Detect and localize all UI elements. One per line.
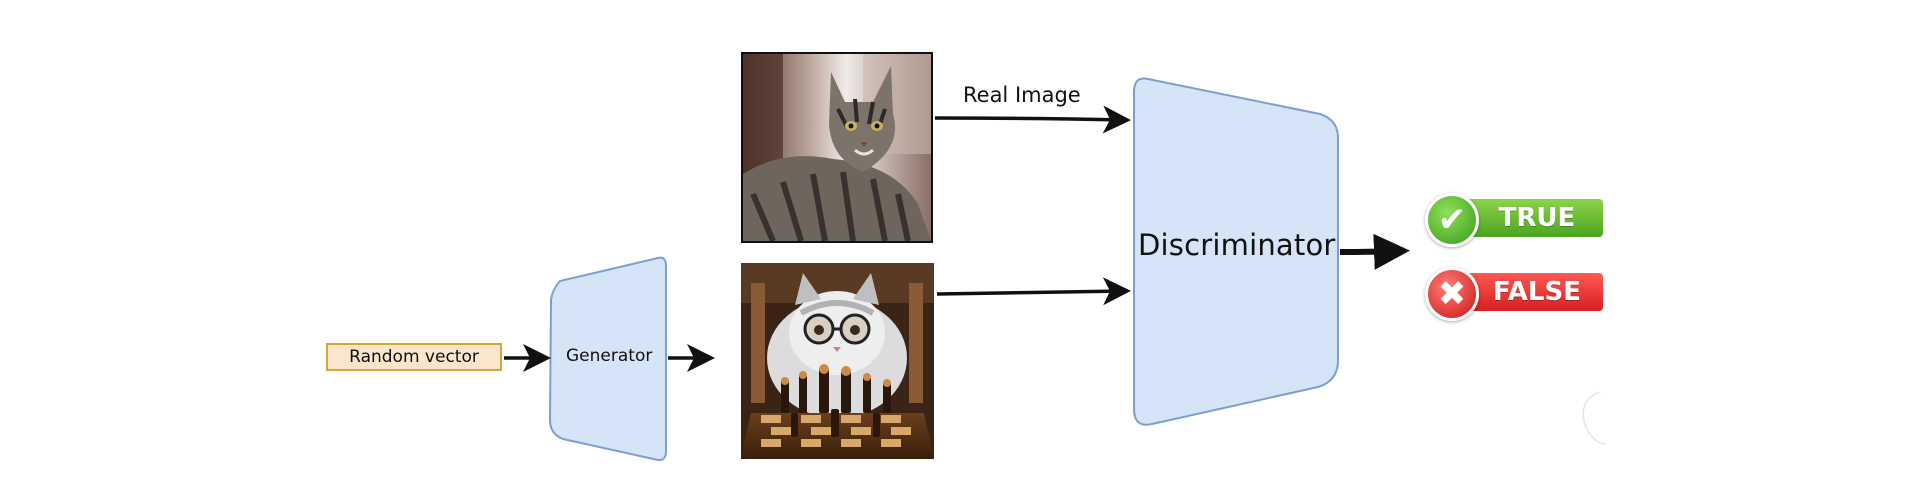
real-image-label: Real Image	[963, 83, 1081, 107]
decorative-arc	[1582, 391, 1606, 445]
arrow-discriminator-to-output	[1339, 233, 1410, 270]
arrow-fake-to-discriminator	[936, 277, 1131, 306]
generator-block	[548, 256, 667, 462]
generated-image	[741, 263, 934, 459]
cross-icon: ✖	[1425, 267, 1479, 321]
false-badge: FALSE ✖	[1425, 267, 1605, 321]
random-vector-label: Random vector	[349, 347, 479, 367]
fake-cat-chess-picture	[741, 263, 934, 459]
discriminator-block	[1133, 77, 1339, 426]
generator-label: Generator	[566, 346, 653, 366]
true-badge: TRUE ✔	[1425, 193, 1605, 247]
false-badge-text: FALSE	[1453, 273, 1603, 311]
checkmark-icon: ✔	[1425, 193, 1479, 247]
real-image	[741, 52, 933, 243]
random-vector-box: Random vector	[326, 343, 502, 371]
true-badge-text: TRUE	[1453, 199, 1603, 237]
discriminator-label: Discriminator	[1138, 228, 1336, 262]
arrow-real-to-discriminator	[934, 105, 1131, 134]
real-cat-photo	[743, 54, 931, 241]
